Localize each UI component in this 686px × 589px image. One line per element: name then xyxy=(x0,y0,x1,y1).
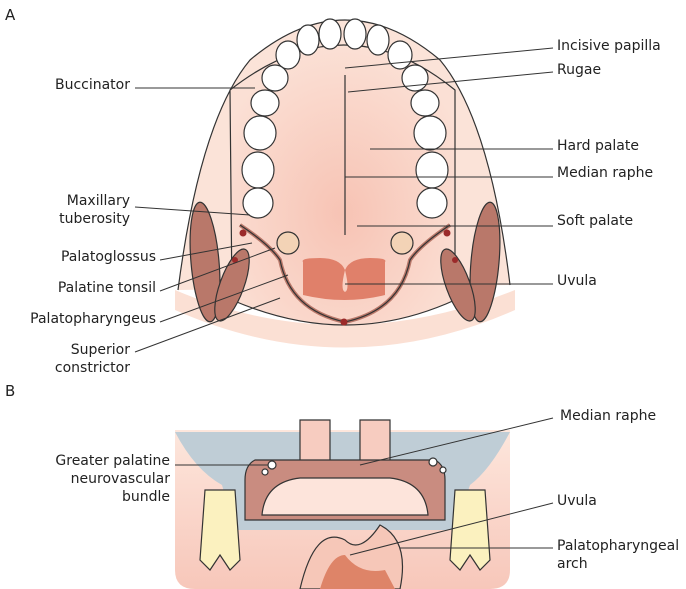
teeth-b xyxy=(199,489,491,571)
uvula-shape xyxy=(302,258,386,300)
panel-b-drawing xyxy=(175,419,510,589)
label-rugae: Rugae xyxy=(557,62,602,78)
label-uvula-a: Uvula xyxy=(557,273,597,289)
teeth xyxy=(241,18,449,219)
label-greater-palatine-bundle: Greater palatine neurovascular bundle xyxy=(55,452,170,506)
face-background xyxy=(175,290,515,348)
tonsils xyxy=(276,231,414,255)
label-maxillary-tuberosity: Maxillary tuberosity xyxy=(59,192,130,228)
label-gp-line3: bundle xyxy=(121,489,170,505)
leader-lines xyxy=(134,47,554,556)
label-gp-line1: Greater palatine xyxy=(55,453,170,469)
vessel-dots xyxy=(232,229,458,326)
label-buccinator: Buccinator xyxy=(54,77,130,93)
label-ppa-line2: arch xyxy=(557,556,588,572)
label-superior-constrictor: Superior constrictor xyxy=(55,341,130,377)
panel-label-a: A xyxy=(5,6,16,24)
label-incisive-papilla: Incisive papilla xyxy=(557,38,661,54)
label-palatopharyngeal-arch: Palatopharyngeal arch xyxy=(557,537,679,573)
label-uvula-b: Uvula xyxy=(557,493,597,509)
label-hard-palate: Hard palate xyxy=(557,138,639,154)
label-maxillary-line2: tuberosity xyxy=(59,211,130,227)
label-ppa-line1: Palatopharyngeal xyxy=(557,538,680,554)
label-median-raphe-a: Median raphe xyxy=(557,165,654,181)
label-superior-line1: Superior xyxy=(70,342,130,358)
panel-a-drawing xyxy=(175,18,515,348)
label-superior-line2: constrictor xyxy=(54,360,130,376)
palate-area xyxy=(229,44,456,326)
panel-label-b: B xyxy=(5,382,16,400)
label-gp-line2: neurovascular xyxy=(70,471,170,487)
label-soft-palate: Soft palate xyxy=(557,213,634,229)
label-maxillary-line1: Maxillary xyxy=(66,193,130,209)
label-median-raphe-b: Median raphe xyxy=(560,408,657,424)
label-palatopharyngeus: Palatopharyngeus xyxy=(30,311,156,327)
oral-roof xyxy=(261,477,429,516)
pterygoid-muscles xyxy=(189,201,501,323)
label-palatoglossus: Palatoglossus xyxy=(60,249,156,265)
label-palatine-tonsil: Palatine tonsil xyxy=(57,280,156,296)
neurovascular-bundles xyxy=(261,457,447,476)
